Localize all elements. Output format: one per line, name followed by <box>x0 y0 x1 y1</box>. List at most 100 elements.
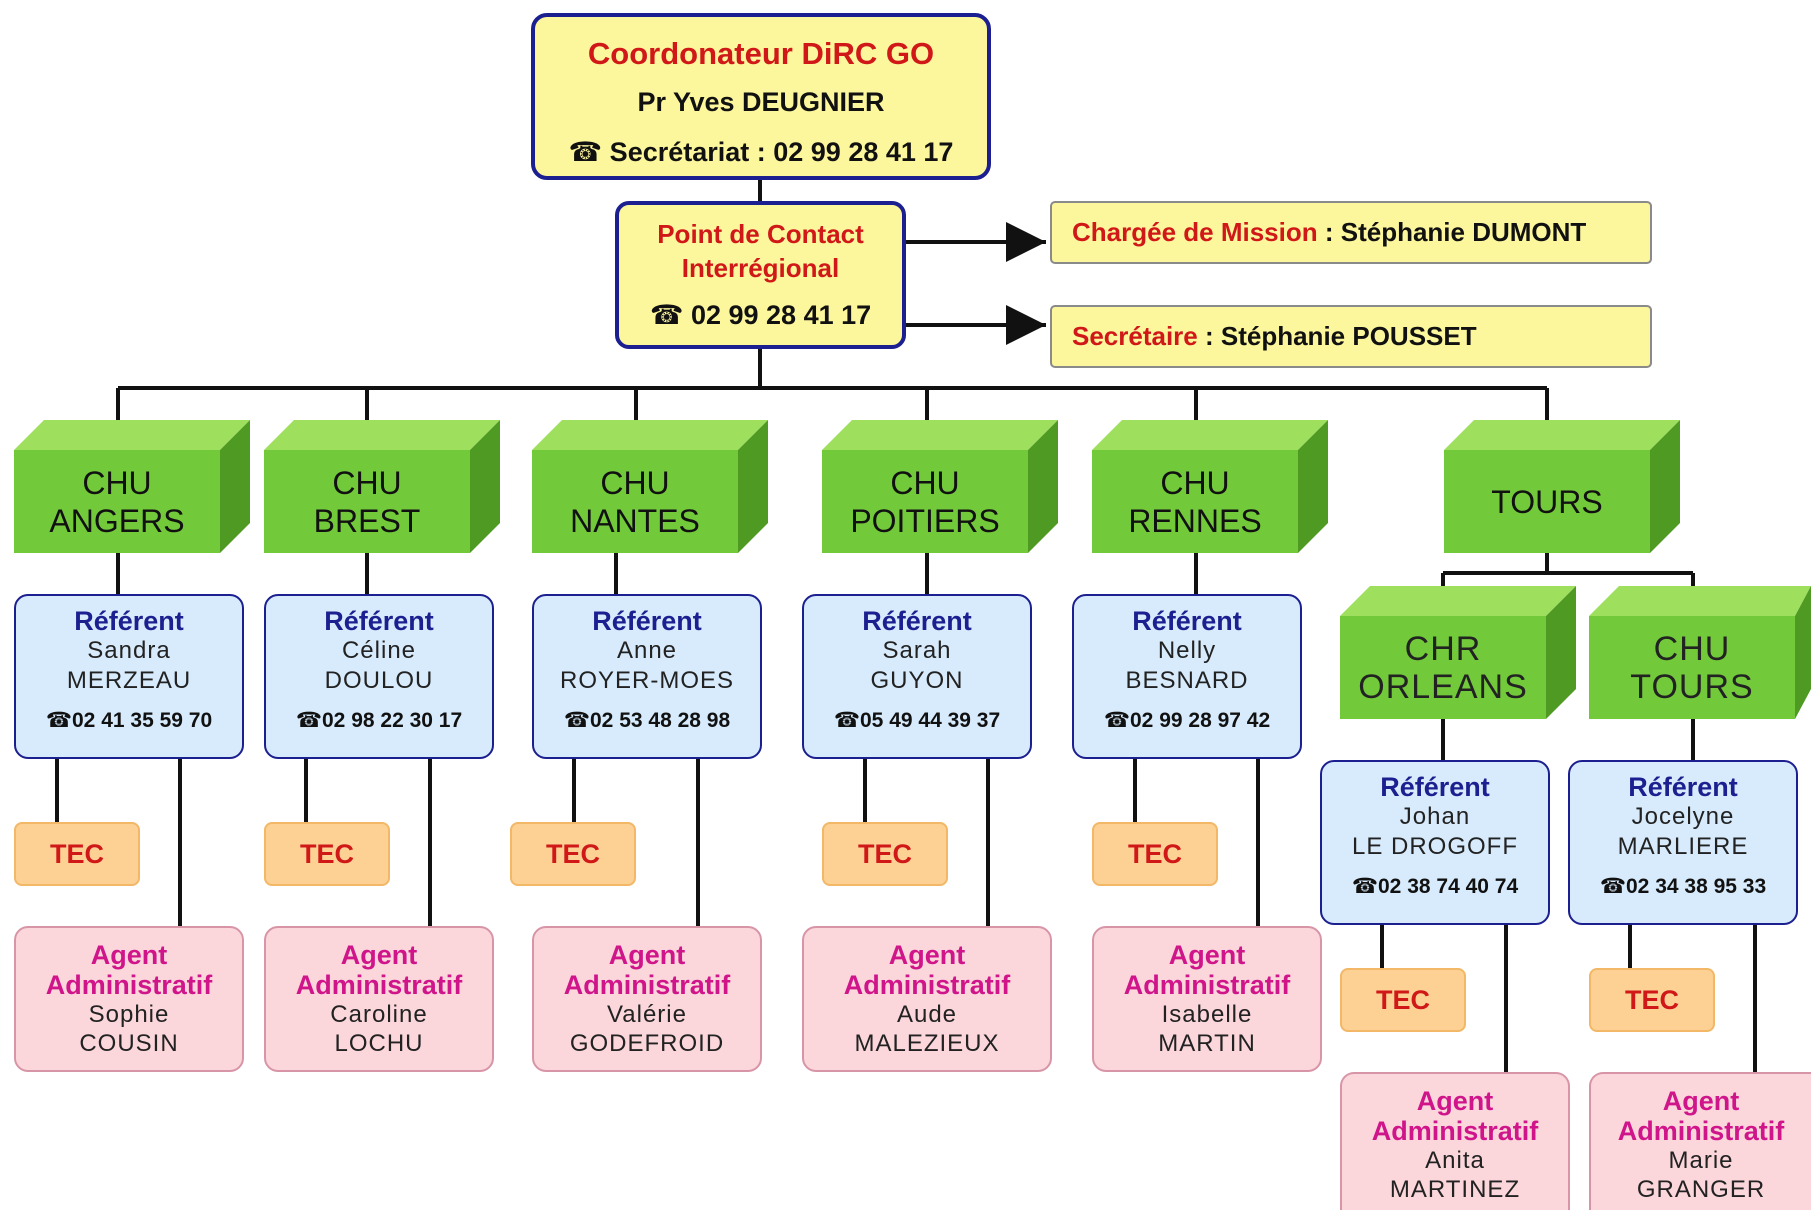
referent-title: Référent <box>324 606 434 636</box>
referent-last-name: BESNARD <box>1125 667 1249 694</box>
referent-phone: ☎02 38 74 40 74 <box>1351 875 1519 898</box>
agent-box: Agent Administratif Marie GRANGER <box>1589 1072 1811 1210</box>
agent-title-2: Administratif <box>45 970 213 1000</box>
referent-phone: ☎02 41 35 59 70 <box>45 709 213 732</box>
agent-box: Agent Administratif Caroline LOCHU <box>264 926 494 1072</box>
institution-label: CHU NANTES <box>532 450 738 553</box>
referent-title: Référent <box>74 606 184 636</box>
institution-line2: TOURS <box>1630 667 1754 706</box>
agent-title-1: Agent <box>1662 1086 1740 1116</box>
referent-first-name: Sarah <box>882 637 952 664</box>
tec-box: TEC <box>264 822 390 886</box>
referent-title: Référent <box>862 606 972 636</box>
tec-box: TEC <box>510 822 636 886</box>
institution-cube-brest <box>264 420 500 553</box>
institution-line2: POITIERS <box>850 502 1000 539</box>
institution-label: CHU BREST <box>264 450 470 553</box>
referent-first-name: Nelly <box>1157 637 1217 664</box>
referent-first-name: Céline <box>341 637 417 664</box>
side-role-name: Stéphanie DUMONT <box>1340 217 1587 247</box>
coordinator-box: Coordonateur DiRC GO Pr Yves DEUGNIER ☎ … <box>531 13 991 180</box>
institution-label: CHU ANGERS <box>14 450 220 553</box>
tec-box: TEC <box>1340 968 1466 1032</box>
institution-line1: CHU <box>600 464 670 501</box>
agent-first-name: Valérie <box>607 1001 687 1028</box>
side-role-title: Secrétaire <box>1072 321 1198 351</box>
side-role-box: Chargée de Mission : Stéphanie DUMONT <box>1050 201 1652 264</box>
institution-cube-poitiers <box>822 420 1058 553</box>
agent-first-name: Sophie <box>88 1001 170 1028</box>
institution-line1: TOURS <box>1491 483 1603 520</box>
institution-line2: RENNES <box>1128 502 1262 539</box>
agent-title-2: Administratif <box>1617 1116 1785 1146</box>
side-role-separator: : <box>1317 217 1341 247</box>
agent-last-name: MARTIN <box>1158 1030 1256 1057</box>
referent-phone: ☎02 99 28 97 42 <box>1103 709 1271 732</box>
agent-last-name: MALEZIEUX <box>854 1030 1000 1057</box>
referent-last-name: MERZEAU <box>66 667 192 694</box>
contact-point-phone: ☎ 02 99 28 41 17 <box>649 300 872 330</box>
side-role-name: Stéphanie POUSSET <box>1220 321 1477 351</box>
contact-point-title-2: Interrégional <box>681 253 840 283</box>
coordinator-name: Pr Yves DEUGNIER <box>637 87 885 117</box>
agent-first-name: Caroline <box>330 1001 428 1028</box>
referent-box: Référent Céline DOULOU ☎02 98 22 30 17 <box>264 594 494 759</box>
institution-cube-rennes <box>1092 420 1328 553</box>
agent-title-2: Administratif <box>563 970 731 1000</box>
institution-label: CHR ORLEANS <box>1340 616 1546 719</box>
agent-first-name: Marie <box>1668 1147 1734 1174</box>
referent-box: Référent Johan LE DROGOFF ☎02 38 74 40 7… <box>1320 760 1550 925</box>
institution-label: CHU RENNES <box>1092 450 1298 553</box>
agent-title-1: Agent <box>888 940 966 970</box>
referent-box: Référent Anne ROYER-MOES ☎02 53 48 28 98 <box>532 594 762 759</box>
institution-line1: CHU <box>332 464 402 501</box>
agent-first-name: Isabelle <box>1161 1001 1253 1028</box>
agent-last-name: GODEFROID <box>569 1030 725 1057</box>
tec-box: TEC <box>822 822 948 886</box>
referent-box: Référent Sandra MERZEAU ☎02 41 35 59 70 <box>14 594 244 759</box>
referent-phone: ☎05 49 44 39 37 <box>833 709 1001 732</box>
agent-title-1: Agent <box>1416 1086 1494 1116</box>
institution-line1: CHU <box>82 464 152 501</box>
institution-cube-tours <box>1444 420 1680 553</box>
referent-box: Référent Sarah GUYON ☎05 49 44 39 37 <box>802 594 1032 759</box>
referent-box: Référent Nelly BESNARD ☎02 99 28 97 42 <box>1072 594 1302 759</box>
institution-cube-nantes <box>532 420 768 553</box>
agent-title-1: Agent <box>608 940 686 970</box>
referent-last-name: MARLIERE <box>1617 833 1749 860</box>
side-role-title: Chargée de Mission <box>1072 217 1318 247</box>
institution-label-tours: TOURS <box>1444 450 1650 553</box>
tec-box: TEC <box>1589 968 1715 1032</box>
contact-point-box: Point de Contact Interrégional ☎ 02 99 2… <box>615 201 906 349</box>
institution-line1: CHR <box>1404 629 1482 668</box>
institution-line2: NANTES <box>570 502 700 539</box>
agent-box: Agent Administratif Aude MALEZIEUX <box>802 926 1052 1072</box>
referent-last-name: DOULOU <box>324 667 434 694</box>
agent-last-name: MARTINEZ <box>1389 1176 1521 1203</box>
institution-line2: ANGERS <box>49 502 185 539</box>
coordinator-title: Coordonateur DiRC GO <box>587 36 935 71</box>
institution-label: CHU TOURS <box>1589 616 1795 719</box>
institution-line2: BREST <box>313 502 421 539</box>
agent-box: Agent Administratif Sophie COUSIN <box>14 926 244 1072</box>
agent-title-2: Administratif <box>1371 1116 1539 1146</box>
referent-first-name: Sandra <box>87 637 171 664</box>
agent-first-name: Aude <box>896 1001 958 1028</box>
agent-title-1: Agent <box>90 940 168 970</box>
contact-point-title-1: Point de Contact <box>657 219 864 249</box>
agent-last-name: COUSIN <box>79 1030 179 1057</box>
tec-box: TEC <box>14 822 140 886</box>
referent-title: Référent <box>1628 772 1738 802</box>
referent-first-name: Jocelyne <box>1631 803 1735 830</box>
referent-last-name: ROYER-MOES <box>559 667 734 694</box>
coordinator-phone: ☎ Secrétariat : 02 99 28 41 17 <box>568 137 954 167</box>
institution-line1: CHU <box>1160 464 1230 501</box>
agent-title-2: Administratif <box>843 970 1011 1000</box>
institution-label: CHU POITIERS <box>822 450 1028 553</box>
referent-title: Référent <box>1380 772 1490 802</box>
agent-title-1: Agent <box>340 940 418 970</box>
referent-phone: ☎02 53 48 28 98 <box>563 709 731 732</box>
agent-title-1: Agent <box>1168 940 1246 970</box>
agent-box: Agent Administratif Isabelle MARTIN <box>1092 926 1322 1072</box>
